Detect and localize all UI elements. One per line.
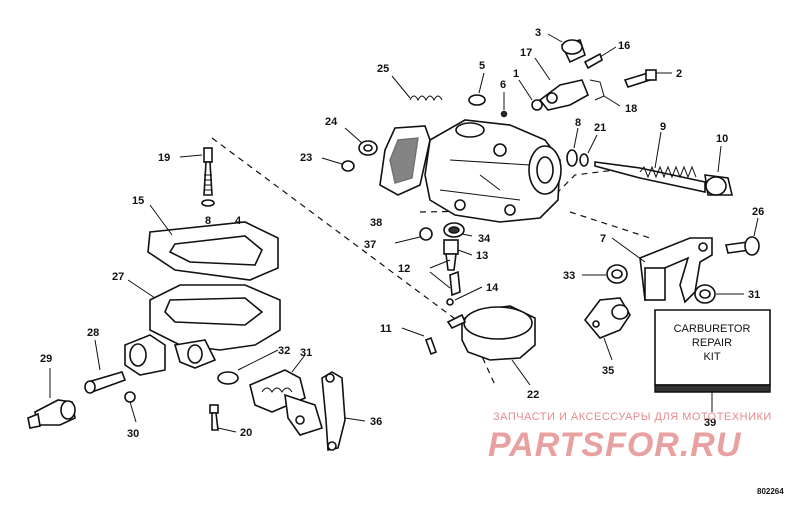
callout-11: 11 bbox=[380, 323, 392, 335]
callout-25: 25 bbox=[377, 63, 389, 75]
part-21-washer bbox=[579, 134, 598, 167]
part-8-washer bbox=[566, 127, 579, 167]
callout-16: 16 bbox=[618, 40, 630, 52]
callout-5: 5 bbox=[479, 60, 485, 72]
part-9-needle bbox=[594, 131, 706, 193]
callout-6: 6 bbox=[500, 79, 506, 91]
callout-10: 10 bbox=[716, 133, 728, 145]
callout-32: 32 bbox=[278, 345, 290, 357]
callout-labels: 1 2 3 4 8 5 6 7 8 9 10 11 12 13 14 15 16… bbox=[40, 27, 764, 440]
part-7-bracket bbox=[611, 237, 713, 304]
callout-15: 15 bbox=[132, 195, 144, 207]
callout-30: 30 bbox=[127, 428, 139, 440]
callout-26: 26 bbox=[752, 206, 764, 218]
callout-17: 17 bbox=[520, 47, 532, 59]
callout-31: 31 bbox=[300, 347, 312, 359]
watermark: ЗАПЧАСТИ И АКСЕССУАРЫ ДЛЯ МОТОТЕХНИКИ PA… bbox=[488, 411, 772, 464]
callout-7: 7 bbox=[600, 233, 606, 245]
kit-line-3: KIT bbox=[703, 351, 720, 363]
callout-34: 34 bbox=[478, 233, 491, 245]
part-30-screw bbox=[124, 391, 137, 423]
part-12-needle-and-seat bbox=[429, 259, 461, 297]
callout-4-prefix: 8 bbox=[205, 215, 211, 227]
callout-8: 8 bbox=[575, 117, 581, 129]
part-6-ball bbox=[500, 92, 508, 118]
callout-12: 12 bbox=[398, 263, 410, 275]
part-14-pin bbox=[446, 286, 483, 306]
callout-28: 28 bbox=[87, 327, 99, 339]
part-16-screw bbox=[583, 46, 617, 70]
watermark-tagline: ЗАПЧАСТИ И АКСЕССУАРЫ ДЛЯ МОТОТЕХНИКИ bbox=[493, 411, 772, 423]
part-11-pin bbox=[401, 327, 438, 356]
callout-33: 33 bbox=[563, 270, 575, 282]
part-25-spring bbox=[391, 75, 443, 102]
part-39-repair-kit: CARBURETOR REPAIR KIT bbox=[654, 309, 771, 412]
callout-13: 13 bbox=[476, 250, 488, 262]
part-22-float bbox=[446, 305, 536, 386]
part-35-lever bbox=[583, 297, 631, 361]
callout-20: 20 bbox=[240, 427, 252, 439]
part-1-washer bbox=[518, 79, 543, 111]
callout-37: 37 bbox=[364, 239, 376, 251]
callout-23: 23 bbox=[300, 152, 312, 164]
part-13-nozzle bbox=[443, 239, 473, 271]
part-32-o-ring bbox=[217, 349, 279, 385]
drawing-code: 802264 bbox=[757, 487, 784, 496]
callout-18: 18 bbox=[625, 103, 637, 115]
part-31-bushing-right bbox=[694, 284, 744, 304]
kit-line-1: CARBURETOR bbox=[674, 323, 751, 335]
part-2-screw bbox=[623, 69, 672, 88]
part-26-screw bbox=[725, 217, 760, 256]
callout-21: 21 bbox=[594, 122, 606, 134]
part-15-gasket bbox=[147, 204, 279, 281]
callout-24: 24 bbox=[325, 116, 338, 128]
callout-29: 29 bbox=[40, 353, 52, 365]
part-38-gasket bbox=[379, 125, 431, 196]
part-24-seal bbox=[344, 127, 378, 156]
part-33-bushing bbox=[582, 264, 628, 284]
callout-36: 36 bbox=[370, 416, 382, 428]
callout-38: 38 bbox=[370, 217, 382, 229]
part-27-float-bowl bbox=[124, 279, 281, 376]
callout-31b: 31 bbox=[748, 289, 760, 301]
callout-39: 39 bbox=[704, 417, 716, 429]
part-29-fitting bbox=[27, 368, 76, 429]
callout-3: 3 bbox=[535, 27, 541, 39]
part-4-gasket bbox=[201, 199, 215, 207]
part-carburetor-body bbox=[424, 119, 562, 223]
callout-4: 4 bbox=[235, 215, 242, 227]
part-34-gasket bbox=[443, 222, 473, 238]
callout-1: 1 bbox=[513, 68, 519, 80]
callout-35: 35 bbox=[602, 365, 614, 377]
part-18-clip bbox=[589, 79, 621, 107]
callout-14: 14 bbox=[486, 282, 499, 294]
callout-19: 19 bbox=[158, 152, 170, 164]
part-17-lever bbox=[534, 57, 590, 111]
part-23-seal bbox=[321, 157, 355, 172]
part-20-screw bbox=[209, 404, 237, 433]
kit-line-2: REPAIR bbox=[692, 337, 732, 349]
callout-22: 22 bbox=[527, 389, 539, 401]
callout-2: 2 bbox=[676, 68, 682, 80]
part-19-screw bbox=[179, 147, 213, 196]
part-28-screw bbox=[84, 339, 127, 394]
part-36-link bbox=[321, 371, 366, 451]
callout-27: 27 bbox=[112, 271, 124, 283]
watermark-brand: PARTSFOR.RU bbox=[488, 426, 742, 464]
part-3-knob bbox=[547, 33, 586, 64]
part-5-plug bbox=[468, 72, 486, 106]
part-31-drain-plug bbox=[249, 354, 323, 436]
part-10-packing-nut bbox=[704, 145, 734, 196]
part-37-nut bbox=[394, 227, 433, 244]
callout-9: 9 bbox=[660, 121, 666, 133]
